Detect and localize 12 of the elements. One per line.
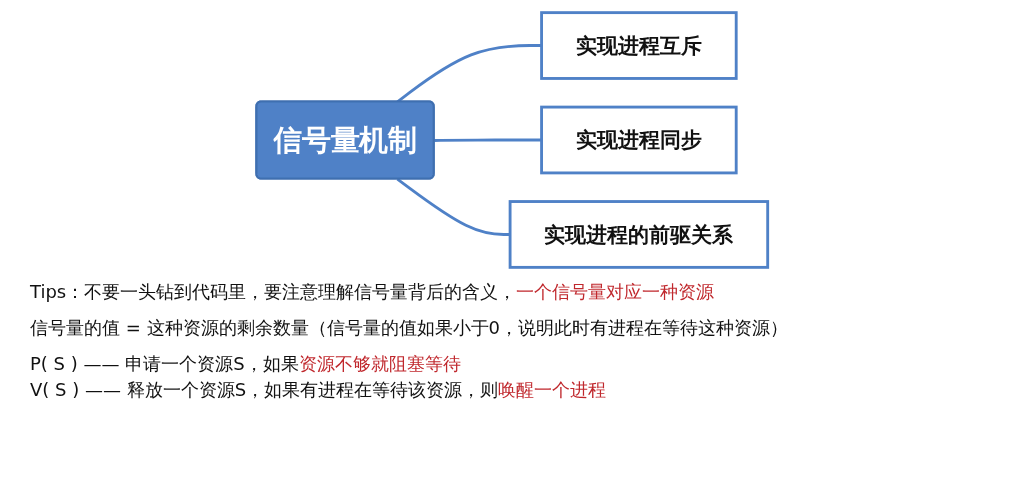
- note-text: V( S ) —— 释放一个资源S，如果有进程在等待该资源，则: [30, 379, 499, 400]
- note-text: Tips：不要一头钻到代码里，要注意理解信号量背后的含义，: [30, 281, 517, 302]
- highlighted-note-text: 资源不够就阻塞等待: [298, 353, 461, 374]
- connector: [396, 177, 511, 236]
- node-box: 实现进程的前驱关系: [508, 200, 770, 269]
- node-box: 实现进程同步: [540, 105, 738, 175]
- note-text: P( S ) —— 申请一个资源S，如果: [30, 353, 299, 374]
- highlighted-note-text: 唤醒一个进程: [498, 379, 607, 400]
- connector: [434, 138, 542, 142]
- connector: [396, 44, 542, 103]
- node-box: 实现进程互斥: [540, 11, 738, 80]
- note-text: 信号量的值 = 这种资源的剩余数量（信号量的值如果小于0，说明此时有进程在等待这种资源）: [30, 317, 788, 338]
